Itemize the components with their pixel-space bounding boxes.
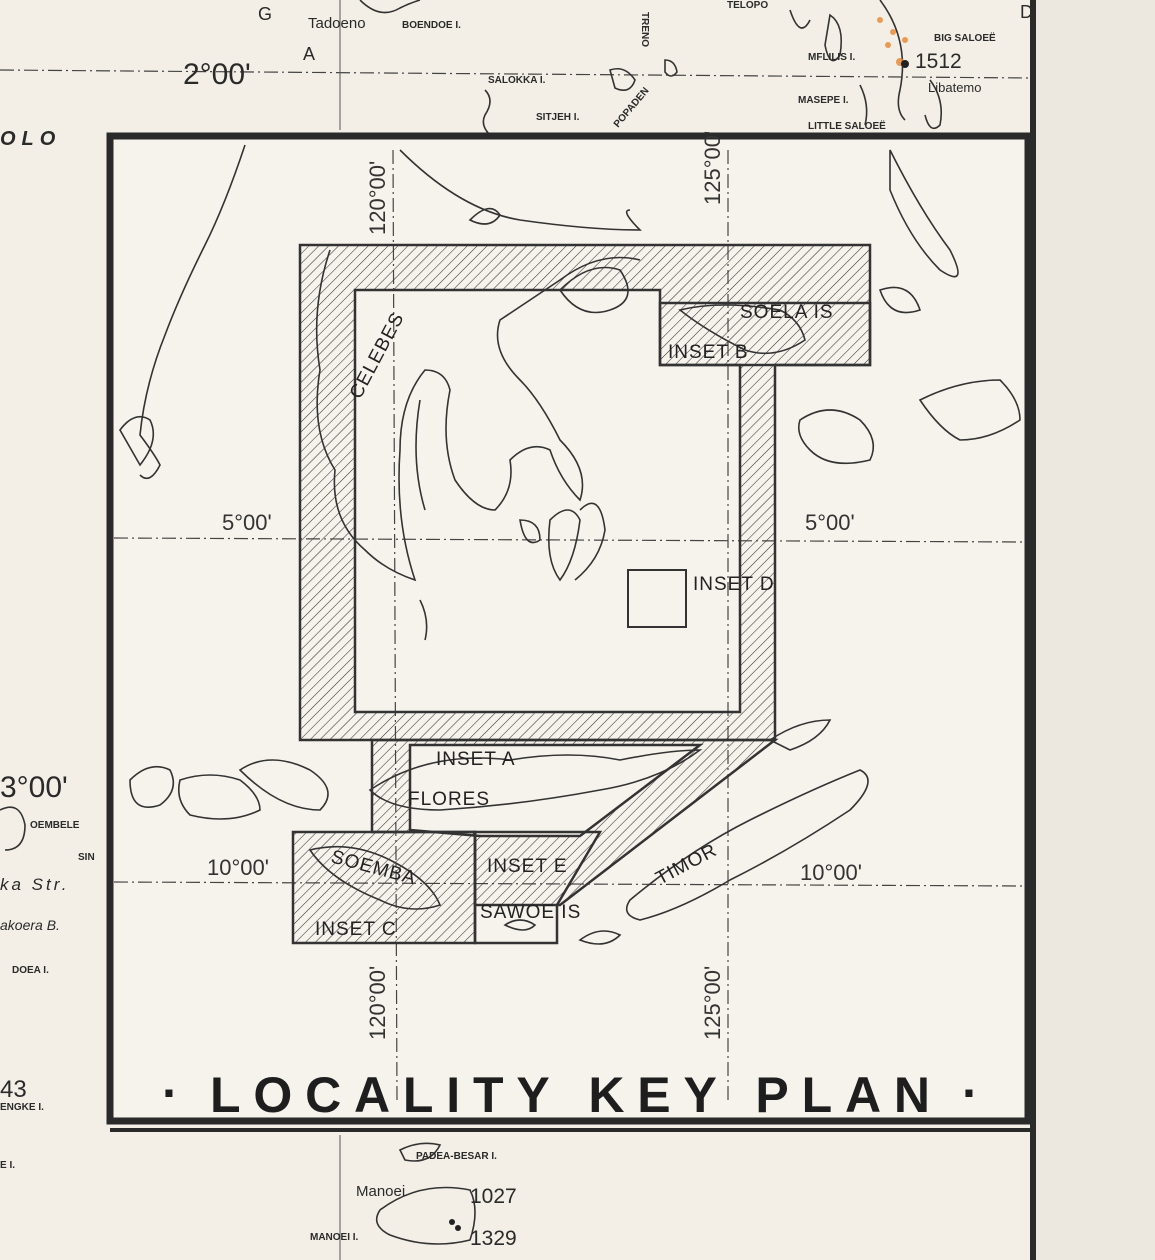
label-soela: SOELA IS <box>740 302 834 323</box>
label-height-43: 43 <box>0 1076 27 1103</box>
label-lon-120-top: 120°00' <box>365 161 390 235</box>
label-treno: TRENO <box>639 12 650 47</box>
label-popaden: POPADEN <box>612 86 652 130</box>
label-telopo: TELOPO <box>727 0 768 11</box>
label-lat-5-left: 5°00' <box>222 510 272 535</box>
height-point <box>901 60 909 68</box>
inset-c-box <box>291 830 477 945</box>
label-libatemo: Libatemo <box>928 80 981 95</box>
label-lat-2: 2°00' <box>183 58 251 91</box>
label-doea: DOEA I. <box>12 965 49 976</box>
inset-d-box <box>627 569 687 628</box>
label-little-saloee: LITTLE SALOEË <box>808 119 886 132</box>
label-d: D <box>1020 2 1033 22</box>
key-plan-title: LOCALITY KEY PLAN <box>210 1067 930 1123</box>
label-manoei: Manoei <box>356 1183 405 1200</box>
label-strait: ka Str. <box>0 875 70 894</box>
label-olo: OLO <box>0 128 61 150</box>
label-lon-125-top: 125°00' <box>700 131 725 205</box>
inset-e-box <box>473 830 603 945</box>
label-flores: FLORES <box>408 789 490 810</box>
label-big-saloee: BIG SALOEË <box>934 31 996 44</box>
label-e-i: E I. <box>0 1160 15 1171</box>
label-mflilis: MFLILIS I. <box>808 52 855 63</box>
label-lat-10-right: 10°00' <box>800 860 862 885</box>
label-height-1027: 1027 <box>470 1185 517 1208</box>
label-inset-b: INSET B <box>668 342 749 363</box>
label-lat-5-right: 5°00' <box>805 510 855 535</box>
parallel-10 <box>113 881 1025 887</box>
label-lon-120-bottom: 120°00' <box>365 966 390 1040</box>
locality-key-plan: 120°00' 125°00' 5°00' 5°00' 10°00' 10°00… <box>106 131 1032 1132</box>
label-lon-125-bottom: 125°00' <box>700 966 725 1040</box>
label-height-1329: 1329 <box>470 1227 517 1250</box>
sheet-border <box>1030 0 1155 1260</box>
label-oembele: OEMBELE <box>30 820 80 831</box>
label-engke: ENGKE I. <box>0 1102 44 1113</box>
label-padea-besar: PADEA-BESAR I. <box>416 1151 497 1162</box>
label-sin: SIN <box>78 852 95 863</box>
label-bay: akoera B. <box>0 917 60 933</box>
label-g: G <box>258 4 272 24</box>
label-manoei-i: MANOEI I. <box>310 1232 359 1243</box>
parallel-5 <box>113 537 1025 543</box>
label-inset-d: INSET D <box>693 574 775 595</box>
label-tadoeno: Tadoeno <box>308 15 366 32</box>
outer-islands <box>0 0 943 1245</box>
label-lat-10-left: 10°00' <box>207 855 269 880</box>
label-inset-c: INSET C <box>315 919 397 940</box>
title-bullet-left: · <box>162 1065 179 1121</box>
label-boendoe: BOENDOE I. <box>402 20 461 31</box>
inset-b-box <box>658 301 872 367</box>
label-height-1512: 1512 <box>915 50 962 73</box>
title-bullet-right: · <box>962 1065 979 1121</box>
label-masepe: MASEPE I. <box>798 95 849 106</box>
label-sitjeh: SITJEH I. <box>536 112 580 123</box>
label-a: A <box>303 44 315 64</box>
label-inset-a: INSET A <box>436 749 516 770</box>
label-inset-e: INSET E <box>487 856 568 877</box>
label-salokka: SALOKKA I. <box>488 75 546 86</box>
parallel-2deg <box>0 69 1031 79</box>
meridian-120 <box>392 149 398 1101</box>
label-sawoe: SAWOE IS <box>480 902 581 923</box>
label-lat-3: 3°00' <box>0 771 68 804</box>
